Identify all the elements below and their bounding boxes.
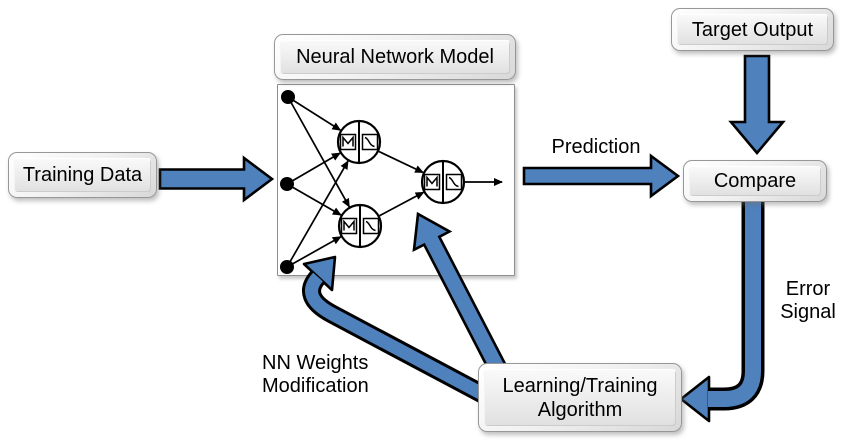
flow-arrows <box>158 54 786 402</box>
error-signal-line2: Signal <box>780 301 836 323</box>
error-signal-arrow <box>679 201 765 423</box>
network-graph <box>280 90 503 274</box>
synapse-line <box>379 191 425 217</box>
sum-icon <box>423 173 441 191</box>
activation-icon <box>445 173 463 191</box>
training-data-arrow <box>158 155 275 203</box>
nn-weights-label: NN Weights Modification <box>262 352 392 398</box>
synapse-line <box>286 160 349 268</box>
synapse-line <box>286 183 342 216</box>
sum-icon <box>339 133 357 151</box>
prediction-arrow <box>522 153 681 199</box>
compare-label: Compare <box>713 170 797 192</box>
input-node-2 <box>280 177 294 191</box>
activation-icon <box>361 133 379 151</box>
synapse-line <box>286 236 342 268</box>
compare-box: Compare <box>683 160 827 202</box>
synapse-line <box>378 150 425 174</box>
target-output-box: Target Output <box>671 8 834 51</box>
error-signal-line1: Error <box>785 278 831 300</box>
learning-algorithm-label-line2: Algorithm <box>537 398 623 421</box>
error-signal-label: Error Signal <box>768 278 848 324</box>
nn-weights-line2: Modification <box>262 375 369 397</box>
input-node-1 <box>281 90 295 104</box>
synapse-connections <box>286 96 503 268</box>
sum-icon <box>340 217 358 235</box>
synapse-line <box>286 152 341 185</box>
synapse-line <box>287 96 342 131</box>
synapse-line <box>287 96 351 208</box>
learning-algorithm-label-line1: Learning/Training <box>502 374 658 397</box>
nn-weights-line1: NN Weights <box>262 352 369 374</box>
input-node-3 <box>280 260 294 274</box>
target-output-label: Target Output <box>691 18 814 41</box>
training-data-label: Training Data <box>22 164 143 186</box>
nn-weights-arrow <box>302 255 525 423</box>
target-output-arrow <box>728 54 786 156</box>
hidden-neuron-1 <box>336 119 382 165</box>
nn-model-label: Neural Network Model <box>296 46 494 68</box>
training-data-box: Training Data <box>8 152 157 198</box>
learning-algorithm-box: Learning/Training Algorithm <box>478 363 682 432</box>
nn-model-box: Neural Network Model <box>274 34 516 80</box>
output-neuron <box>420 159 466 205</box>
hidden-neuron-2 <box>337 203 383 249</box>
activation-icon <box>362 217 380 235</box>
prediction-label: Prediction <box>551 136 641 158</box>
